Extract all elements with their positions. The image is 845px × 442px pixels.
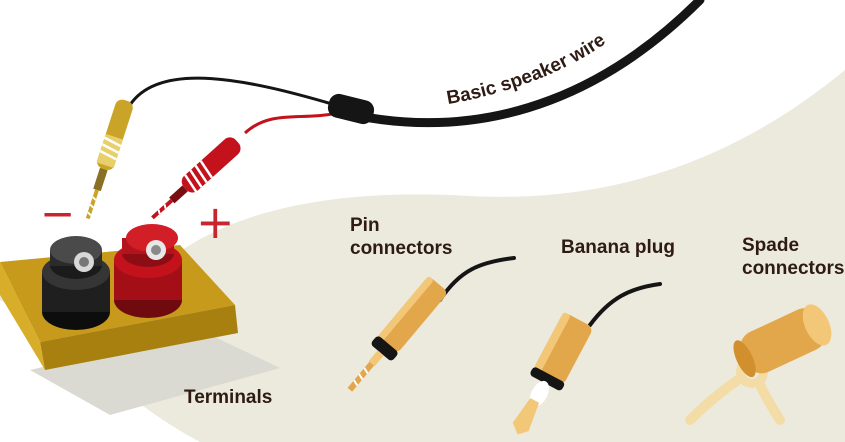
red-pin-connector [151, 137, 241, 220]
spade-label-line1: Spade [742, 235, 800, 256]
positive-sign: + [196, 195, 235, 249]
spade-label-line2: connectors [742, 258, 845, 279]
terminals-label: Terminals [184, 387, 273, 408]
spade-connector-illustration [685, 304, 832, 425]
black-terminal [42, 236, 110, 330]
spade-connectors-label: Spade connectors [742, 234, 844, 280]
banana-plug-illustration [512, 282, 662, 435]
terminal-block [0, 224, 280, 415]
pin-connector-illustration [347, 256, 516, 392]
speaker-wire [128, 0, 705, 135]
negative-sign: − [40, 189, 75, 238]
gold-pin-connector [85, 99, 133, 220]
pin-label-line2: connectors [350, 238, 453, 259]
red-terminal [114, 224, 182, 318]
pin-connectors-label: Pin connectors [350, 214, 452, 260]
pin-label-line1: Pin [350, 215, 380, 236]
banana-plug-label: Banana plug [561, 237, 676, 258]
white-band [0, 0, 845, 290]
